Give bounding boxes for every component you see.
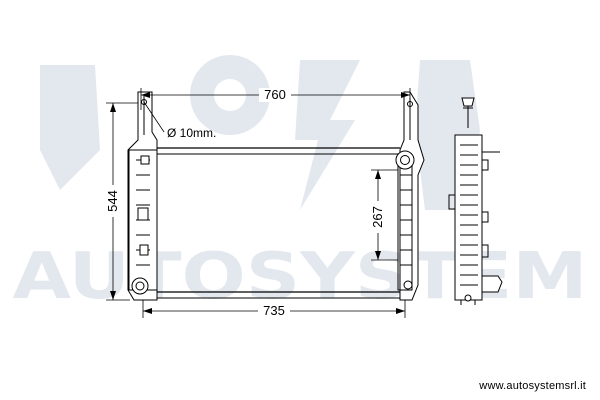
- hole-diameter-note: Ø 10mm.: [167, 126, 216, 140]
- dimension-labels: 760 735 544 267 Ø 10mm.: [105, 87, 385, 318]
- website-url[interactable]: www.autosystemsrl.it: [479, 380, 586, 392]
- bottom-width-label: 735: [263, 303, 285, 318]
- core-height-label: 267: [370, 206, 385, 228]
- watermark: AUTOSYSTEM: [13, 55, 588, 314]
- hole-leader-line: [143, 101, 165, 133]
- left-tank: [127, 91, 158, 301]
- side-outlet-pipe: [481, 275, 503, 293]
- top-width-label: 760: [264, 87, 286, 102]
- watermark-lightning-icon: [295, 60, 360, 210]
- radiator-front-view: [127, 91, 425, 301]
- radiator-side-view: [448, 97, 503, 305]
- overall-height-label: 544: [105, 190, 120, 212]
- right-tank: [397, 91, 425, 301]
- watermark-figure-shape: [40, 65, 100, 190]
- top-inlet: [395, 150, 415, 170]
- watermark-brand-text: AUTOSYSTEM: [13, 240, 588, 314]
- bottom-outlet: [131, 277, 149, 295]
